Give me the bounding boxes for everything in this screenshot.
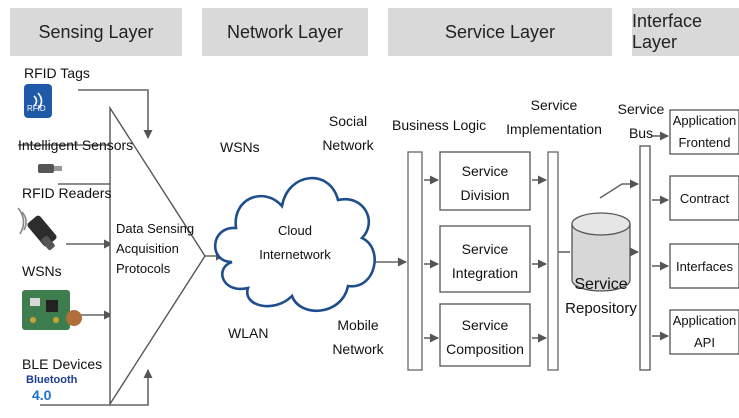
protocols-line-3: Protocols bbox=[116, 261, 171, 276]
service-division-1: Service bbox=[461, 163, 509, 179]
service-integration-2: Integration bbox=[451, 265, 519, 281]
service-integration-1: Service bbox=[461, 241, 509, 257]
repository-label-1: Service bbox=[574, 276, 628, 293]
device-label-ble-devices: BLE Devices bbox=[22, 356, 103, 372]
interface-arrows bbox=[652, 131, 669, 341]
data-sensing-protocols-block bbox=[109, 105, 206, 407]
service-division-2: Division bbox=[460, 187, 510, 203]
repository-cylinder bbox=[571, 212, 631, 292]
service-arrows bbox=[424, 175, 639, 343]
interface-boxes bbox=[669, 109, 739, 355]
header-service-layer: Service Layer bbox=[388, 8, 612, 56]
rfid-reader-icon bbox=[17, 207, 57, 251]
service-bus-bar bbox=[639, 145, 651, 371]
service-composition-2: Composition bbox=[446, 341, 524, 357]
network-label-mobile-2: Network bbox=[332, 341, 384, 357]
application-frontend-1: Application bbox=[672, 113, 737, 128]
application-frontend-2: Frontend bbox=[678, 135, 731, 150]
contract-label: Contract bbox=[679, 191, 730, 206]
cloud-label-1: Cloud bbox=[278, 223, 312, 238]
application-api-1: Application bbox=[672, 313, 737, 328]
intelligent-sensor-icon bbox=[38, 164, 62, 173]
business-logic-label: Business Logic bbox=[392, 117, 487, 133]
rfid-tag-icon bbox=[24, 84, 52, 118]
bluetooth-logo-text: Bluetooth bbox=[26, 374, 78, 386]
device-label-rfid-tags: RFID Tags bbox=[24, 65, 90, 81]
cloud-label-2: Internetwork bbox=[259, 247, 331, 262]
cloud-shape bbox=[213, 176, 376, 312]
network-label-wlan: WLAN bbox=[228, 325, 269, 341]
protocols-line-1: Data Sensing bbox=[116, 221, 195, 236]
wsn-board-icon bbox=[22, 290, 82, 330]
network-label-wsns: WSNs bbox=[220, 139, 260, 155]
device-label-wsns: WSNs bbox=[22, 263, 62, 279]
service-bus-label-1: Service bbox=[617, 101, 665, 117]
header-interface-layer: Interface Layer bbox=[632, 8, 739, 56]
service-composition-1: Service bbox=[461, 317, 509, 333]
device-label-rfid-readers: RFID Readers bbox=[22, 185, 112, 201]
service-implementation-2: Implementation bbox=[506, 121, 602, 137]
bluetooth-version: 4.0 bbox=[32, 387, 52, 403]
interfaces-label: Interfaces bbox=[675, 259, 734, 274]
service-implementation-1: Service bbox=[530, 97, 578, 113]
service-bus-label-2: Bus bbox=[628, 125, 654, 141]
header-network-layer: Network Layer bbox=[202, 8, 368, 56]
device-label-intelligent-sensors: Intelligent Sensors bbox=[18, 137, 134, 153]
repository-label-2: Repository bbox=[565, 300, 637, 317]
service-boxes bbox=[439, 151, 531, 367]
network-label-mobile-1: Mobile bbox=[337, 317, 379, 333]
business-logic-bars bbox=[407, 151, 559, 371]
network-label-social-1: Social bbox=[328, 113, 368, 129]
network-label-social-2: Network bbox=[322, 137, 374, 153]
rfid-icon-label: RFID bbox=[27, 104, 46, 113]
protocols-line-2: Acquisition bbox=[116, 241, 179, 256]
header-sensing-layer: Sensing Layer bbox=[10, 8, 182, 56]
application-api-2: API bbox=[694, 335, 715, 350]
